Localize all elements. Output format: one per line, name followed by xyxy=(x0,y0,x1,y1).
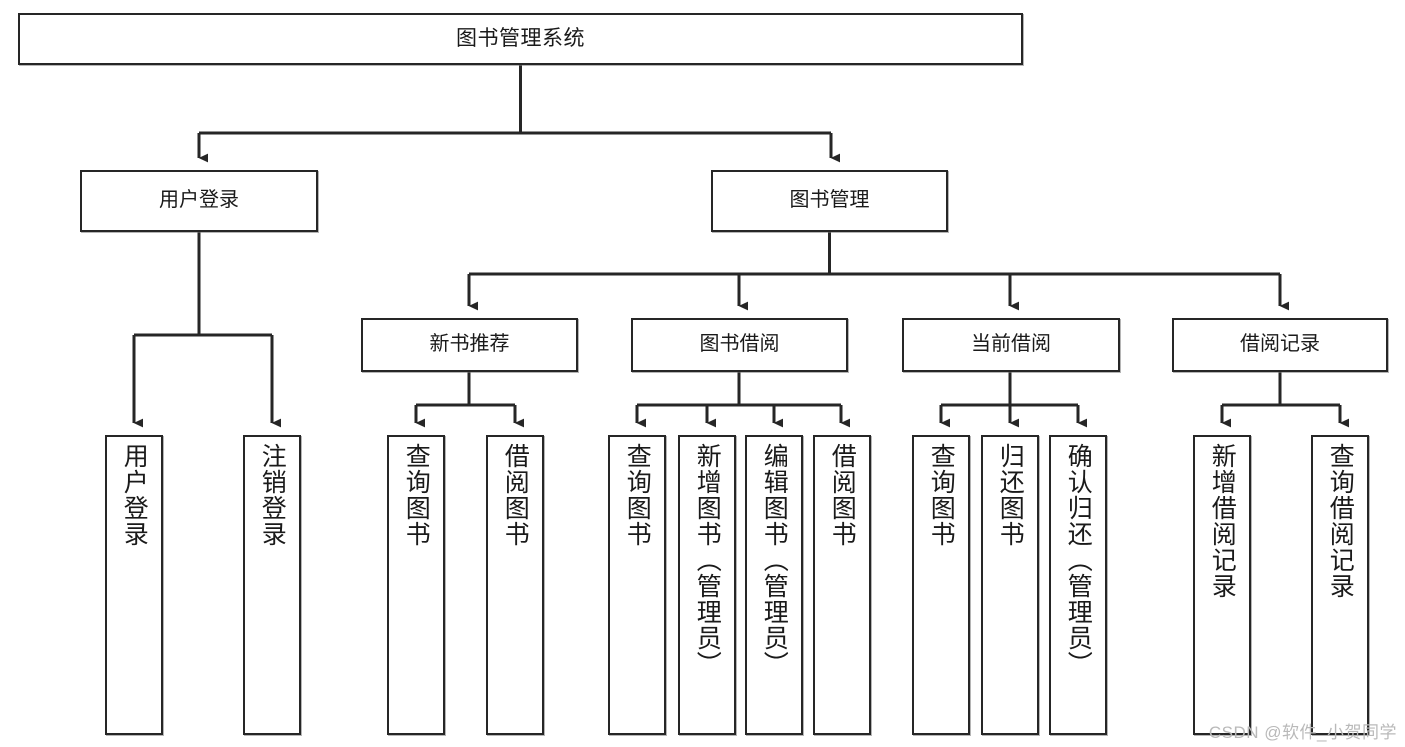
leaf-borrow-book-recommend[interactable]: 借阅图书 xyxy=(486,435,544,735)
leaf-add-borrow-record[interactable]: 新增借阅记录 xyxy=(1193,435,1251,735)
leaf-query-borrow-record[interactable]: 查询借阅记录 xyxy=(1311,435,1369,735)
watermark: CSDN @软件_小贺同学 xyxy=(1208,723,1397,742)
leaf-return-book[interactable]: 归还图书 xyxy=(981,435,1039,735)
node-root-label: 图书管理系统 xyxy=(456,26,585,50)
leaf-add-book-admin-label: 新增图书（管理员） xyxy=(693,443,722,677)
node-book-management[interactable]: 图书管理 xyxy=(711,170,948,232)
leaf-borrow-book-label: 借阅图书 xyxy=(828,443,857,547)
node-user-login[interactable]: 用户登录 xyxy=(80,170,318,232)
node-user-login-label: 用户登录 xyxy=(159,189,239,212)
leaf-return-book-label: 归还图书 xyxy=(996,443,1025,547)
node-book-borrow-label: 图书借阅 xyxy=(699,333,780,356)
leaf-query-borrow-record-label: 查询借阅记录 xyxy=(1326,443,1355,599)
leaf-query-book-borrow[interactable]: 查询图书 xyxy=(608,435,666,735)
leaf-query-book-current[interactable]: 查询图书 xyxy=(912,435,970,735)
leaf-query-book-borrow-label: 查询图书 xyxy=(623,443,652,547)
node-new-book-recommend-label: 新书推荐 xyxy=(429,333,510,356)
leaf-query-book-recommend-label: 查询图书 xyxy=(402,443,431,547)
node-current-borrow[interactable]: 当前借阅 xyxy=(902,318,1120,372)
node-book-borrow[interactable]: 图书借阅 xyxy=(631,318,848,372)
leaf-user-login-label: 用户登录 xyxy=(120,443,149,547)
leaf-confirm-return-admin-label: 确认归还（管理员） xyxy=(1064,443,1093,677)
leaf-logout-login[interactable]: 注销登录 xyxy=(243,435,301,735)
node-new-book-recommend[interactable]: 新书推荐 xyxy=(361,318,578,372)
node-current-borrow-label: 当前借阅 xyxy=(971,333,1051,356)
leaf-edit-book-admin[interactable]: 编辑图书（管理员） xyxy=(745,435,803,735)
leaf-confirm-return-admin[interactable]: 确认归还（管理员） xyxy=(1049,435,1107,735)
leaf-borrow-book[interactable]: 借阅图书 xyxy=(813,435,871,735)
leaf-query-book-current-label: 查询图书 xyxy=(927,443,956,547)
node-book-management-label: 图书管理 xyxy=(789,189,870,212)
leaf-add-borrow-record-label: 新增借阅记录 xyxy=(1208,443,1237,599)
node-borrow-records-label: 借阅记录 xyxy=(1240,333,1320,356)
node-borrow-records[interactable]: 借阅记录 xyxy=(1172,318,1388,372)
leaf-borrow-book-recommend-label: 借阅图书 xyxy=(501,443,530,547)
leaf-add-book-admin[interactable]: 新增图书（管理员） xyxy=(678,435,736,735)
node-root[interactable]: 图书管理系统 xyxy=(18,13,1023,65)
leaf-logout-login-label: 注销登录 xyxy=(258,443,287,547)
leaf-query-book-recommend[interactable]: 查询图书 xyxy=(387,435,445,735)
leaf-user-login[interactable]: 用户登录 xyxy=(105,435,163,735)
leaf-edit-book-admin-label: 编辑图书（管理员） xyxy=(760,443,789,677)
